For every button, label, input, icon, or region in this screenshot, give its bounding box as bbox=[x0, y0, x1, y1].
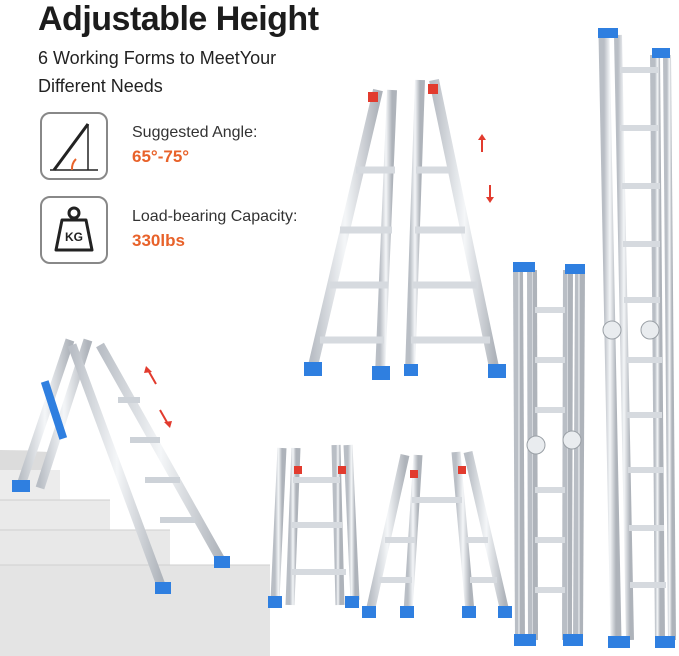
spec-angle-value: 65°-75° bbox=[132, 147, 190, 166]
spec-angle-label: Suggested Angle: bbox=[132, 124, 258, 141]
page-title: Adjustable Height bbox=[38, 0, 319, 38]
ladder-extended bbox=[598, 28, 676, 648]
spec-load-label: Load-bearing Capacity: bbox=[132, 208, 298, 225]
kg-badge: KG bbox=[65, 230, 83, 244]
ladder-folded bbox=[513, 262, 585, 646]
ladder-mini-a bbox=[362, 450, 512, 618]
kg-weight-icon: KG bbox=[40, 196, 108, 264]
stairs bbox=[0, 450, 270, 656]
spec-load-value: 330lbs bbox=[132, 231, 185, 250]
angle-icon bbox=[40, 112, 108, 180]
ladder-on-stairs bbox=[12, 338, 230, 594]
ladder-a-frame-large bbox=[304, 78, 506, 380]
page-subtitle: 6 Working Forms to MeetYour Different Ne… bbox=[38, 48, 277, 96]
ladder-compact-a bbox=[268, 444, 360, 608]
